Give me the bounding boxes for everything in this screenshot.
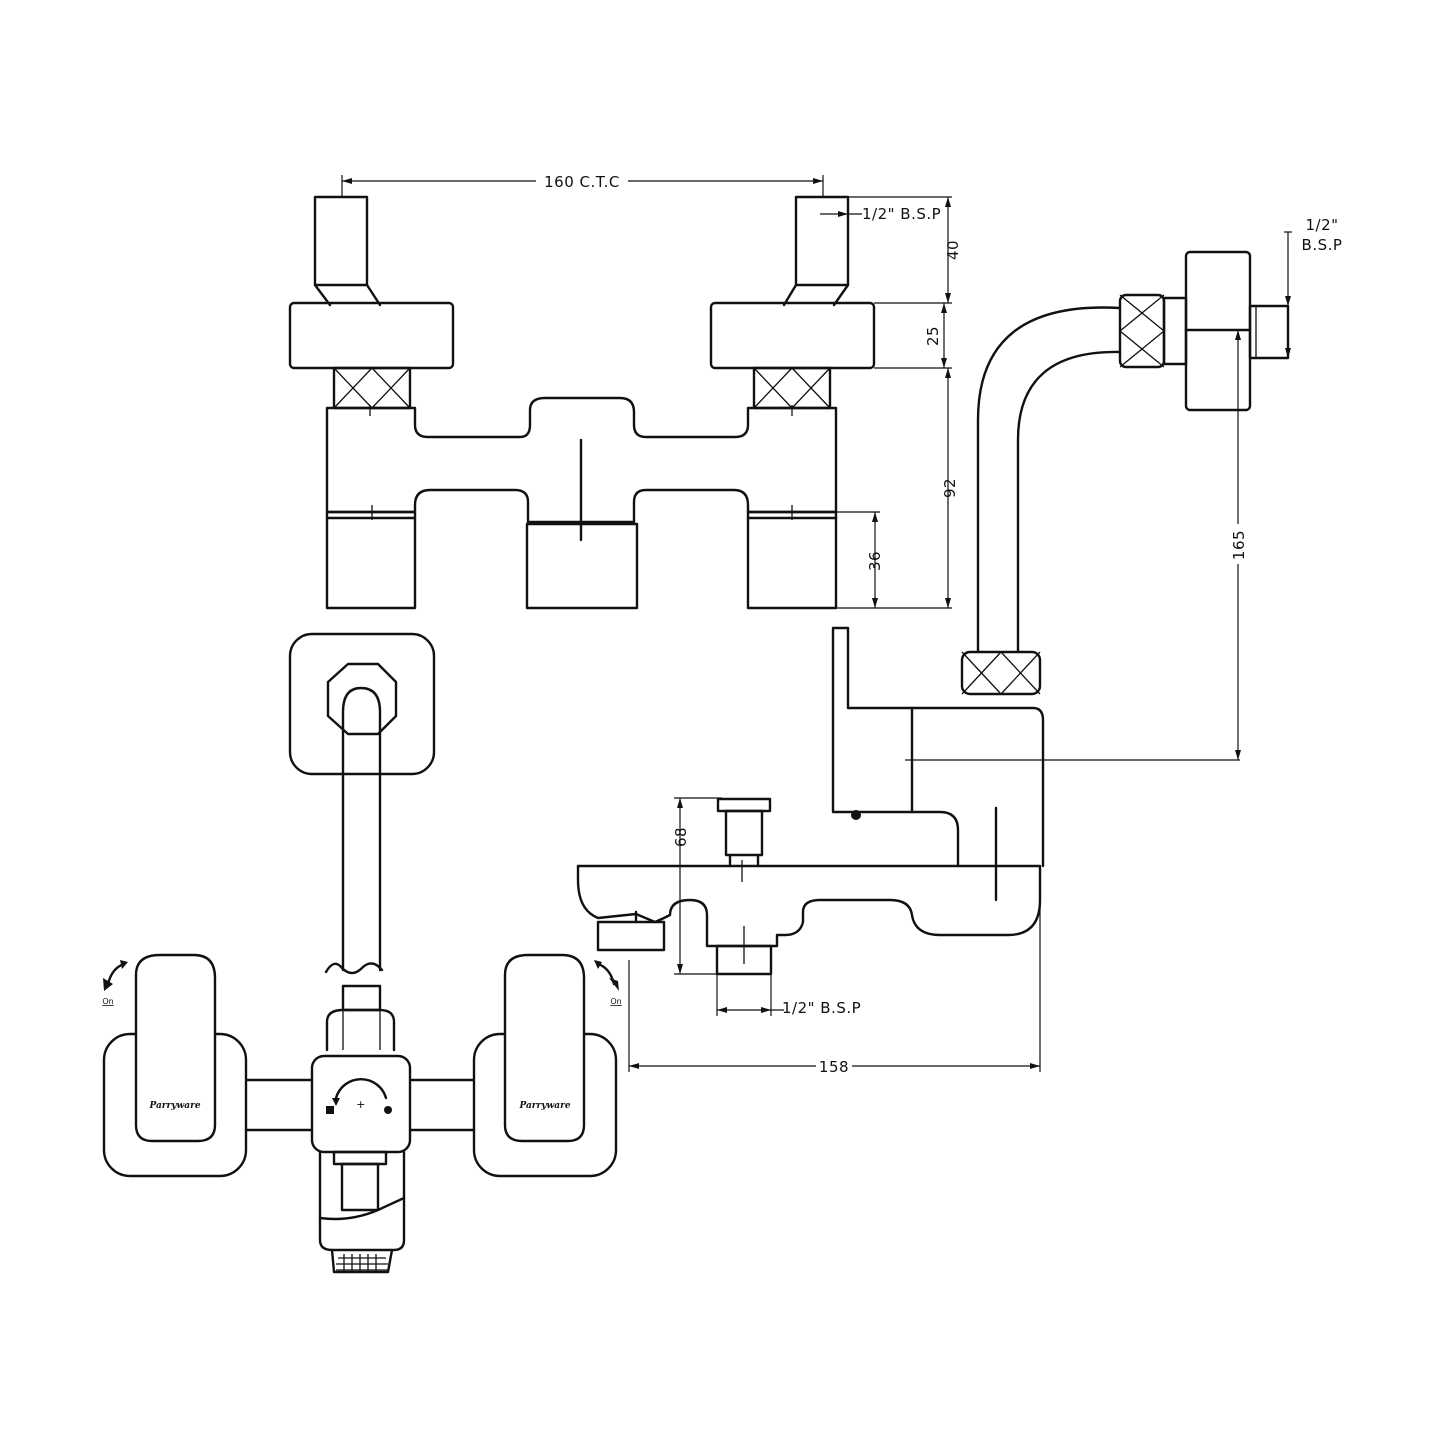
right-on-label: On xyxy=(610,997,621,1006)
wall-bsp-label-1: 1/2" xyxy=(1305,216,1338,234)
left-on-label: On xyxy=(102,997,113,1006)
center-lower-block xyxy=(525,522,639,610)
dim-top-bsp: 1/2" B.S.P xyxy=(820,196,952,223)
dim-w158: 158 xyxy=(628,900,1041,1076)
left-flange xyxy=(288,301,455,370)
dim-h68: 68 xyxy=(672,797,722,975)
diverter-cap xyxy=(716,797,772,813)
front-aerator xyxy=(330,1248,394,1274)
shower-wall-plate xyxy=(288,632,436,776)
shower-arm-pipe xyxy=(341,686,382,972)
valve-body xyxy=(910,706,1045,868)
dim-h165: 165 xyxy=(1230,330,1248,760)
bent-pipe-inner xyxy=(1016,350,1122,654)
left-inlet-taper xyxy=(313,283,382,307)
body-hex-nut xyxy=(960,650,1042,696)
left-hex-nut xyxy=(332,366,412,410)
dim-spout-bsp: 1/2" B.S.P xyxy=(716,974,861,1017)
right-flange xyxy=(709,301,876,370)
right-lower-block xyxy=(746,510,838,610)
right-inlet-taper xyxy=(782,283,850,307)
spout-bsp-label: 1/2" B.S.P xyxy=(782,999,861,1017)
top-view: 160 C.T.C 1/2" B.S.P 40 25 92 xyxy=(288,170,962,610)
front-spout-neck xyxy=(332,1150,388,1166)
svg-text:+: + xyxy=(356,1098,366,1111)
h25-label: 25 xyxy=(924,326,942,346)
left-brand-mark: Parryware xyxy=(148,1101,200,1111)
w158-label: 158 xyxy=(819,1058,849,1076)
bent-pipe-outer xyxy=(976,306,1122,654)
front-view: + Parryware On Parryware xyxy=(102,632,622,1274)
ctc-label: 160 C.T.C xyxy=(544,173,620,191)
wall-coupling-nut xyxy=(1118,293,1166,369)
dim-ctc: 160 C.T.C xyxy=(341,170,824,197)
right-hex-nut xyxy=(752,366,832,410)
h165-label: 165 xyxy=(1230,530,1248,560)
left-inlet-pipe xyxy=(313,195,369,287)
top-bsp-label: 1/2" B.S.P xyxy=(862,205,941,223)
right-inlet-pipe xyxy=(794,195,850,287)
diverter-stem xyxy=(724,809,764,857)
dim-h36: 36 xyxy=(836,511,884,608)
dim-wall-bsp: 1/2" B.S.P xyxy=(1284,216,1342,358)
left-lower-block xyxy=(325,510,417,610)
left-lever-handle xyxy=(134,953,217,1143)
mixer-body xyxy=(325,396,838,524)
right-brand-mark: Parryware xyxy=(518,1101,570,1111)
h36-label: 36 xyxy=(866,551,884,571)
spout-body xyxy=(576,864,1042,948)
front-upper-connector xyxy=(341,984,382,1012)
h92-label: 92 xyxy=(941,478,959,498)
right-lever-handle xyxy=(503,953,586,1143)
h40-label: 40 xyxy=(944,240,962,260)
side-view: 1/2" B.S.P 165 68 1/2" B.S.P xyxy=(576,216,1342,1076)
h68-label: 68 xyxy=(672,827,690,847)
dim-vertical-stack: 40 25 92 xyxy=(836,197,962,609)
shower-arm-hex xyxy=(326,662,398,736)
diverter-arc xyxy=(334,1077,388,1100)
front-spout-body xyxy=(318,1150,406,1252)
wall-bsp-label-2: B.S.P xyxy=(1302,236,1343,254)
spout-outlet xyxy=(596,920,666,952)
side-lever-handle xyxy=(831,626,914,814)
